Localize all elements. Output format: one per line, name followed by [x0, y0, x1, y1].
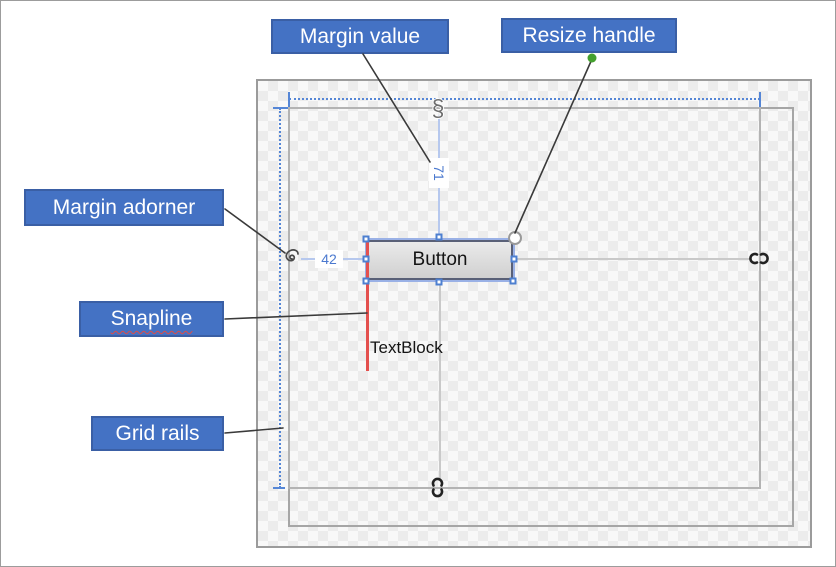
margin-value-left: 42 [315, 250, 343, 268]
grid-rail-tick [273, 107, 288, 109]
resize-handle-circle[interactable] [508, 231, 522, 245]
grid-rail-tick [759, 92, 761, 107]
grid-rail-tick [273, 487, 285, 489]
selection-handle-right-center[interactable] [510, 255, 518, 263]
grid-guide-vertical [439, 283, 441, 479]
green-dot-icon [587, 53, 597, 63]
selection-handle-bottom-right[interactable] [509, 277, 517, 285]
callout-grid-rails-text: Grid rails [115, 421, 200, 445]
margin-value-top-text: 71 [430, 165, 447, 181]
grid-anchor-right-icon[interactable] [748, 252, 770, 265]
selection-handle-bottom-left[interactable] [362, 277, 370, 285]
grid-rail-horizontal [289, 98, 760, 100]
margin-adorner-curl-icon[interactable] [280, 247, 302, 267]
selection-handle-top-center[interactable] [435, 233, 443, 241]
grid-anchor-bottom-icon[interactable] [431, 477, 444, 498]
selection-handle-top-left[interactable] [362, 235, 370, 243]
margin-value-left-text: 42 [321, 251, 337, 267]
grid-guide-horizontal [515, 258, 751, 260]
callout-snapline-text: Snapline [110, 307, 193, 330]
callout-margin-value-text: Margin value [299, 24, 421, 48]
textblock-control[interactable]: TextBlock [370, 338, 443, 357]
callout-grid-rails: Grid rails [91, 416, 224, 451]
snapline [366, 240, 369, 371]
grid-layout-rect [288, 107, 761, 489]
callout-snapline: Snapline [79, 301, 224, 337]
callout-margin-adorner: Margin adorner [24, 189, 224, 226]
selection-handle-bottom-center[interactable] [435, 278, 443, 286]
selection-handle-left-center[interactable] [362, 255, 370, 263]
callout-margin-value: Margin value [271, 19, 449, 54]
anchor-chain-icon[interactable]: § [431, 95, 445, 121]
grid-rail-vertical [279, 108, 281, 488]
button-label: Button [412, 249, 468, 270]
callout-resize-handle-text: Resize handle [522, 23, 656, 47]
callout-margin-adorner-text: Margin adorner [52, 195, 196, 219]
margin-value-top: 71 [429, 158, 449, 188]
button-control[interactable]: Button [367, 240, 513, 280]
grid-rail-tick [288, 92, 290, 107]
callout-resize-handle: Resize handle [501, 18, 677, 53]
